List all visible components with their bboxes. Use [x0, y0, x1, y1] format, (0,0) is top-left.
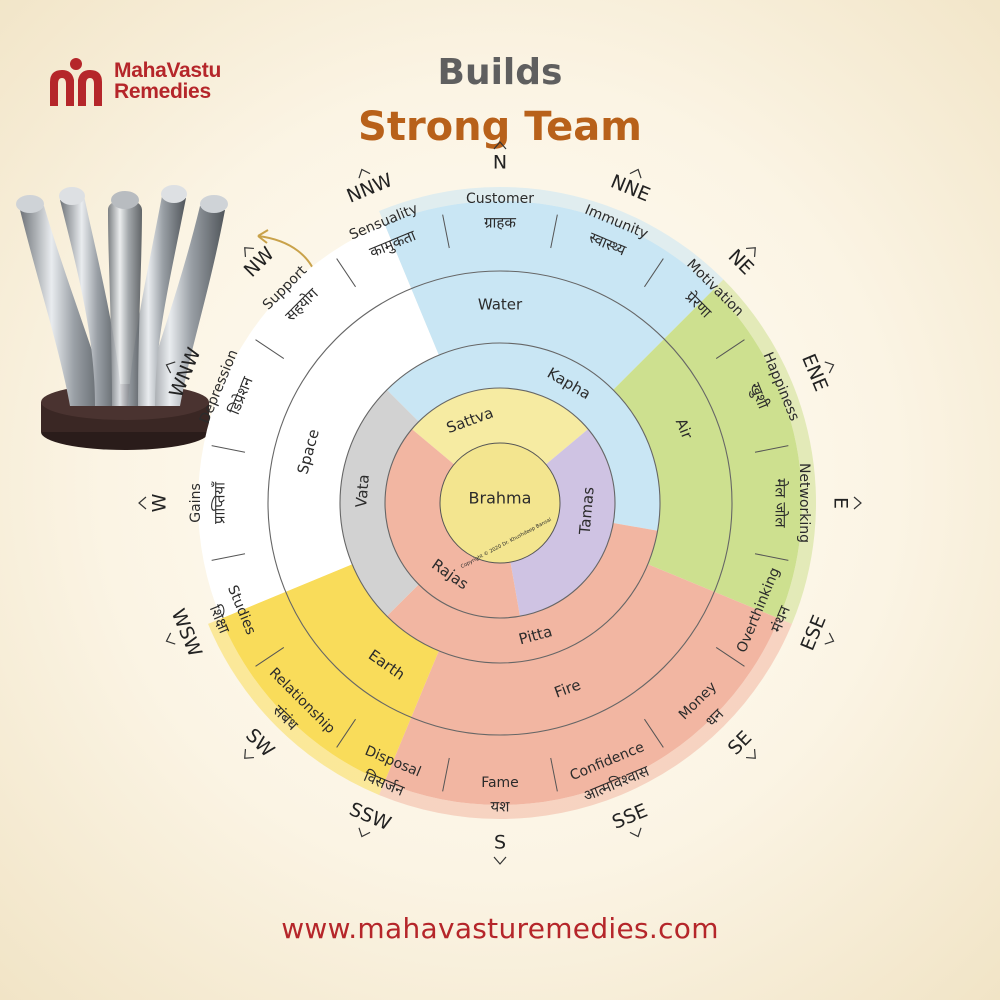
direction-caret-icon — [746, 749, 756, 759]
dosha-zone-vata — [340, 389, 419, 617]
zone-glow — [713, 279, 816, 624]
direction-code-label: SSE — [609, 800, 651, 834]
brahma-circle — [439, 442, 561, 564]
ring-circle — [384, 387, 616, 619]
direction-code-label: NNE — [607, 171, 653, 207]
direction-code-label: SW — [241, 724, 279, 762]
direction-code-label: S — [494, 832, 506, 854]
direction-caret-icon — [629, 827, 642, 838]
direction-caret-icon — [244, 749, 254, 759]
team-hands-statue-icon — [16, 185, 228, 450]
direction-caret-icon — [358, 168, 371, 179]
direction-caret-icon — [493, 141, 507, 150]
direction-caret-icon — [746, 247, 756, 257]
dosha-label: Vata — [352, 474, 373, 509]
zone-divider — [644, 718, 664, 748]
direction-ring — [197, 187, 816, 820]
direction-code-label: SSW — [346, 798, 394, 835]
brahma-label: Brahma — [469, 489, 532, 508]
direction-hindi-label: प्राप्तियाँ — [211, 481, 229, 524]
direction-zone — [220, 564, 439, 783]
zone-divider — [336, 718, 356, 748]
zone-divider — [550, 757, 558, 792]
zone-divider — [550, 214, 558, 249]
guna-zone-tamas — [510, 429, 615, 617]
guna-zone-sattva — [411, 388, 589, 465]
direction-english-label: Fame — [481, 775, 519, 791]
ring-circle — [267, 270, 733, 736]
direction-zone — [197, 223, 439, 619]
direction-caret-icon — [138, 496, 147, 510]
zone-divider — [442, 214, 450, 249]
headline-line1: Builds — [437, 52, 563, 93]
zone-divider — [715, 647, 745, 667]
zone-divider — [255, 647, 285, 667]
dosha-zone-pitta — [386, 522, 658, 663]
dosha-zone-kapha — [386, 343, 660, 531]
direction-zone — [613, 289, 802, 619]
ring-circle — [339, 342, 661, 664]
direction-code-label: SE — [724, 727, 757, 760]
brand-name-line2: Remedies — [114, 80, 211, 103]
direction-zone — [384, 564, 780, 805]
zone-divider — [336, 258, 356, 288]
zone-glow — [379, 618, 792, 820]
guna-label: Tamas — [576, 486, 598, 536]
brand-name-line1: MahaVastu — [114, 59, 222, 82]
guna-ring — [385, 388, 615, 618]
direction-english-label: Gains — [188, 483, 204, 522]
brahma-center — [439, 442, 561, 564]
zone-divider — [255, 339, 285, 359]
direction-caret-icon — [853, 496, 862, 510]
zone-divider — [211, 445, 246, 453]
direction-code-label: ENE — [797, 351, 832, 395]
zone-divider — [754, 553, 789, 561]
direction-code-label: NNW — [344, 169, 396, 207]
direction-code-label: WSW — [167, 606, 206, 660]
direction-hindi-label: मेल जोल — [772, 478, 790, 528]
guna-zone-rajas — [385, 429, 520, 618]
zone-divider — [644, 258, 664, 288]
direction-code-label: WNW — [165, 344, 205, 400]
direction-hindi-label: यश — [491, 798, 511, 816]
website-link[interactable]: www.mahavasturemedies.com — [281, 912, 719, 945]
direction-code-label: ESE — [797, 612, 831, 654]
element-label: Water — [478, 296, 523, 314]
zone-divider — [211, 553, 246, 561]
brand-name: MahaVastu Remedies — [114, 60, 221, 102]
direction-caret-icon — [493, 856, 507, 865]
direction-code-label: E — [830, 497, 852, 509]
direction-code-label: N — [493, 152, 507, 174]
direction-caret-icon — [244, 247, 254, 257]
zone-divider — [715, 339, 745, 359]
direction-caret-icon — [165, 632, 176, 645]
direction-caret-icon — [824, 632, 835, 645]
dosha-ring — [340, 343, 660, 663]
zone-glow — [208, 618, 385, 795]
zone-glow — [379, 187, 724, 290]
direction-zone — [384, 201, 714, 390]
direction-code-label: W — [149, 493, 171, 512]
direction-caret-icon — [824, 361, 835, 374]
zone-divider — [754, 445, 789, 453]
direction-english-label: Networking — [796, 463, 812, 543]
direction-caret-icon — [629, 168, 642, 179]
direction-caret-icon — [165, 361, 176, 374]
ring-lines — [211, 214, 789, 792]
direction-hindi-label: ग्राहक — [484, 214, 516, 232]
direction-english-label: Customer — [466, 191, 534, 207]
direction-caret-icon — [358, 827, 371, 838]
mahavastu-logo-icon — [50, 58, 102, 106]
direction-code-label: NW — [240, 243, 279, 282]
direction-code-label: NE — [724, 245, 758, 279]
brand-logo[interactable]: MahaVastu Remedies — [44, 56, 254, 108]
zone-divider — [442, 757, 450, 792]
